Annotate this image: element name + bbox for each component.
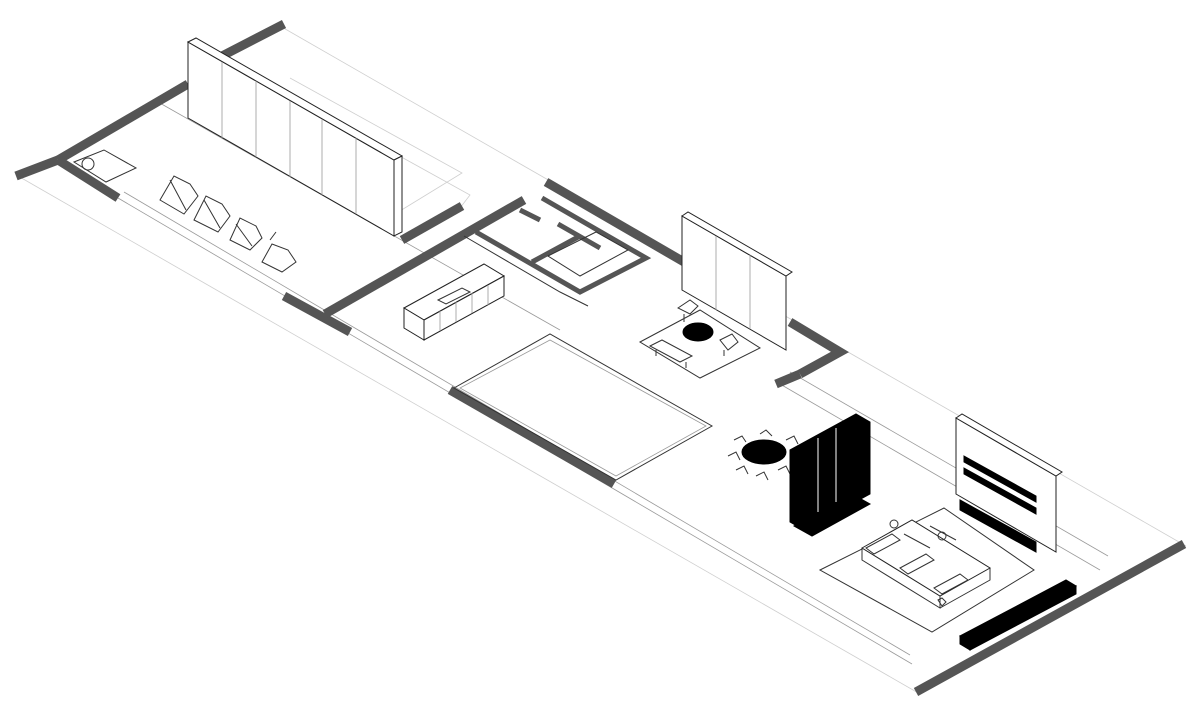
kitchen-island-front: [423, 275, 505, 341]
low-bench-sides: [959, 585, 1077, 651]
media-shelf-2: [963, 467, 1037, 515]
media-wall: [955, 413, 1063, 553]
lounge-area: [638, 299, 762, 379]
wall-gym-back-2: [219, 20, 287, 60]
dining-chairs: [727, 429, 799, 481]
sofa-base: [861, 548, 991, 609]
exercise-ball: [81, 157, 95, 171]
dining-table: [741, 439, 787, 465]
dining-area: [727, 429, 799, 481]
side-table-1: [889, 519, 899, 529]
wall-court-south: [447, 386, 617, 488]
courtyard-outline: [452, 333, 714, 481]
media-console: [959, 499, 1037, 553]
black-cabinet: [789, 413, 872, 537]
lounge-partition-panels: [715, 236, 751, 329]
lounge-partition-top: [681, 211, 793, 277]
low-bench: [958, 579, 1078, 651]
wall-west-end: [14, 155, 60, 181]
media-shelf-1: [963, 455, 1037, 503]
gym-partition: [186, 37, 404, 237]
wall-gym-back: [55, 80, 191, 164]
wall-gym-kitchen: [322, 196, 527, 318]
utility-rooms: [463, 195, 652, 307]
utility-counter: [546, 231, 630, 277]
yoga-mat: [72, 149, 138, 183]
kitchen-sink: [436, 287, 472, 305]
lounge-bench: [648, 339, 694, 368]
lounge-partition: [681, 211, 793, 351]
black-cabinet-base: [792, 493, 872, 537]
wall-lounge-step: [787, 318, 850, 378]
wall-gym-south: [281, 292, 353, 336]
courtyard-inner: [459, 339, 707, 477]
lounge-rug: [638, 309, 762, 379]
utility-wall-a: [518, 207, 542, 223]
elliptical: [229, 217, 263, 251]
exercise-bike: [261, 231, 297, 273]
site-edge-front: [17, 175, 921, 695]
lounge-armchair-1: [677, 299, 699, 322]
utility-front-line: [463, 235, 589, 307]
site-outline: [17, 25, 1187, 695]
side-table-2: [937, 531, 947, 541]
kitchen-island-doors: [439, 285, 489, 331]
floor-lamp: [937, 597, 947, 607]
gym-partition-end: [393, 155, 403, 237]
wall-lounge-back: [543, 178, 687, 266]
courtyard: [452, 333, 714, 481]
media-wall-top: [955, 413, 1063, 477]
lounge-armchair-2: [719, 333, 739, 356]
lounge-round-table: [682, 322, 714, 342]
treadmill-2: [193, 195, 231, 233]
utility-wall-c: [530, 233, 582, 265]
kitchen-island: [402, 263, 506, 341]
terrace-outline-2: [289, 77, 463, 215]
wall-lounge-step-2: [774, 369, 802, 389]
black-cabinet-doors: [817, 428, 837, 512]
sofa-cushions: [865, 525, 969, 595]
utility-room-outline: [474, 195, 652, 295]
wall-east-end: [913, 540, 1187, 696]
living-area: [818, 507, 1035, 633]
gym-partition-panels: [221, 62, 357, 214]
wall-gym-kitchen-b: [399, 202, 465, 244]
treadmill-1: [159, 175, 199, 215]
gym-equipment: [72, 149, 297, 273]
walls: [14, 20, 1187, 696]
wall-gym-west: [55, 156, 121, 202]
